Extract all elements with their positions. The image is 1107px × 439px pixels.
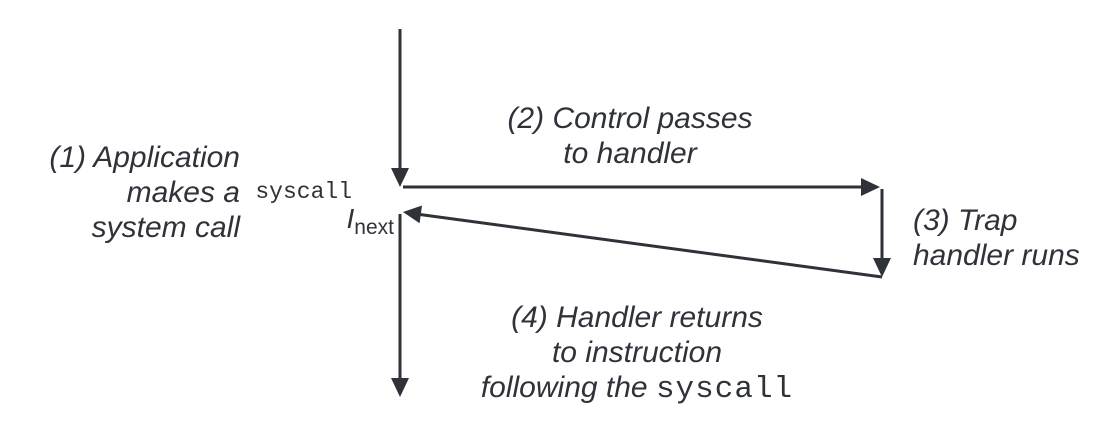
- control-to-handler-arrow: [403, 178, 880, 196]
- step3-label: (3) Trap handler runs: [913, 203, 1103, 273]
- handler-return-arrow: [403, 205, 883, 279]
- step4-line1: (4) Handler returns: [511, 301, 763, 334]
- step3-line1: (3) Trap: [913, 204, 1018, 237]
- inext-subscript: next: [354, 216, 394, 239]
- step1-line3: system call: [91, 211, 240, 244]
- step4-line3: following the syscall: [437, 370, 837, 407]
- inext-base: I: [346, 203, 355, 234]
- step3-line2: handler runs: [913, 239, 1080, 272]
- step4-label: (4) Handler returns to instruction follo…: [437, 300, 837, 407]
- syscall-instruction-label: syscall: [255, 179, 352, 205]
- handler-runs-arrow: [873, 189, 891, 277]
- step1-label: (1) Application makes a system call: [18, 140, 240, 245]
- step4-syscall-code: syscall: [655, 372, 794, 407]
- step2-line2: to handler: [563, 137, 697, 170]
- step2-label: (2) Control passes to handler: [455, 101, 805, 171]
- continue-execution-arrow: [391, 214, 409, 397]
- inext-label: Inext: [244, 203, 394, 239]
- step4-line3-text: following the: [480, 371, 656, 404]
- step4-line2: to instruction: [551, 336, 723, 369]
- step1-line2: makes a: [126, 176, 240, 209]
- step2-line1: (2) Control passes: [507, 102, 753, 135]
- incoming-control-arrow: [391, 29, 409, 187]
- step1-line1: (1) Application: [49, 141, 240, 174]
